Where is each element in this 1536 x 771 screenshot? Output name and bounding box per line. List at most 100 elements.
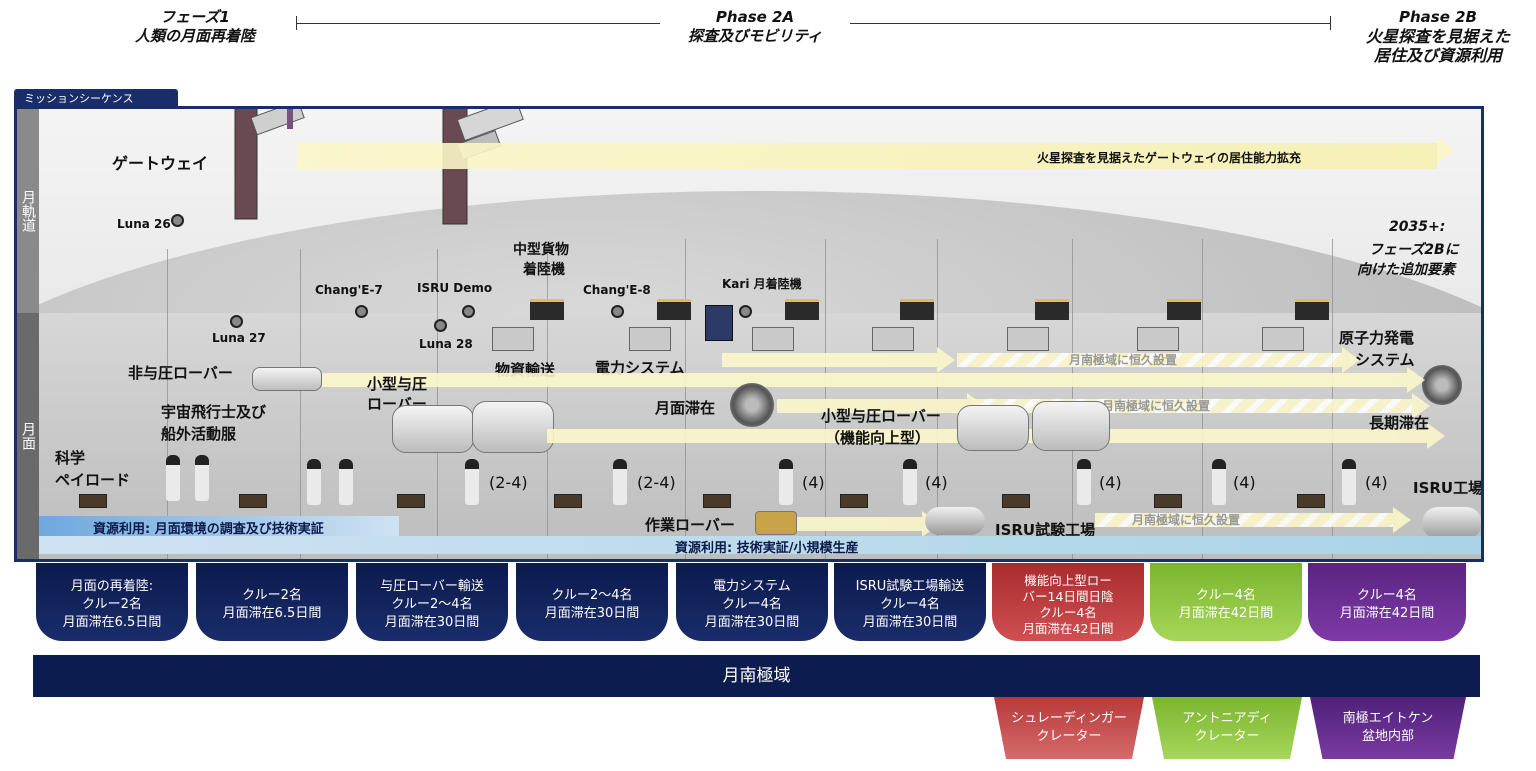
mission-box-6: ISRU試験工場輸送 クルー4名 月面滞在30日間 <box>834 563 986 641</box>
isru-test-plant-icon <box>925 507 985 535</box>
improved-rover-icon <box>1032 401 1110 451</box>
phase2a-header: Phase 2A 探査及びモビリティ <box>660 8 850 46</box>
cargo-lander-icon <box>1167 299 1201 320</box>
cargo-module-icon <box>1262 327 1304 351</box>
resource-bar-2 <box>39 536 1481 554</box>
astronaut-icon <box>903 459 917 505</box>
cargo-module-icon <box>629 327 671 351</box>
phase2a-title: Phase 2A <box>715 8 795 26</box>
astronaut-icon <box>779 459 793 505</box>
cargo-module-icon <box>1137 327 1179 351</box>
crater-box-aitken: 南極エイトケン 盆地内部 <box>1310 697 1466 759</box>
phase-timeline-tick-left <box>296 16 297 30</box>
mission-box-9: クルー4名 月面滞在42日間 <box>1308 563 1466 641</box>
science-payload-icon <box>1002 494 1030 508</box>
astronaut-icon <box>1077 459 1091 505</box>
science-payload-icon <box>79 494 107 508</box>
mission-box-4: クルー2〜4名 月面滞在30日間 <box>516 563 668 641</box>
divider-line <box>437 249 438 559</box>
crater-text: シュレーディンガー クレーター <box>1011 711 1127 744</box>
power-system-label: 電力システム <box>595 359 685 377</box>
future-label-1: 2035+: <box>1389 219 1446 235</box>
science-payload-icon <box>397 494 425 508</box>
improved-rover-label-1: 小型与圧ローバー <box>821 407 941 425</box>
gateway-station-icon <box>234 109 305 220</box>
phase2b-subtitle-1: 火星探査を見据えた <box>1365 27 1510 46</box>
unpressurized-rover-arrow <box>322 367 1425 393</box>
midcargo-label-2: 着陸機 <box>523 262 565 278</box>
pressurized-rover-icon <box>392 405 474 453</box>
nuclear-label-1: 原子力発電 <box>1339 329 1415 347</box>
cargo-lander-icon <box>530 299 564 320</box>
nuclear-label-2: システム <box>1355 351 1415 369</box>
phase2b-title: Phase 2B <box>1399 8 1477 26</box>
gateway-expansion-label: 火星探査を見据えたゲートウェイの居住能力拡充 <box>1037 151 1302 165</box>
cargo-lander-icon <box>657 299 691 320</box>
crew-count-label: (4) <box>1365 473 1388 492</box>
mission-box-3: 与圧ローバー輸送 クルー2〜4名 月面滞在30日間 <box>356 563 508 641</box>
astronaut-icon <box>613 459 627 505</box>
work-rover-icon <box>755 511 797 535</box>
mission-text: クルー2〜4名 月面滞在30日間 <box>544 588 640 621</box>
mission-text: 機能向上型ロー バー14日間日陰 クルー4名 月面滞在42日間 <box>1022 573 1114 636</box>
pressurized-rover-icon <box>472 401 554 453</box>
permanent-install-label-3: 月南極域に恒久設置 <box>1132 513 1241 527</box>
kari-label: Kari 月着陸機 <box>722 277 802 291</box>
change7-dot <box>355 305 368 318</box>
luna26-label: Luna 26 <box>117 217 171 231</box>
science-payload-icon <box>554 494 582 508</box>
change7-label: Chang'E-7 <box>315 283 383 297</box>
cargo-lander-icon <box>1295 299 1329 320</box>
mission-sequence-panel: 月軌道 月面 ゲートウェイ 火星探査を見据えたゲートウェイの居住能力拡充 Lun… <box>14 106 1484 562</box>
astronaut-label-2: 船外活動服 <box>161 425 237 443</box>
orbit-side-label: 月軌道 <box>17 109 39 313</box>
mission-text: クルー4名 月面滞在42日間 <box>1339 588 1435 621</box>
crew-count-label: (4) <box>802 473 825 492</box>
astronaut-icon <box>1342 459 1356 505</box>
luna27-dot <box>230 315 243 328</box>
phase1-subtitle: 人類の月面再着陸 <box>134 27 255 45</box>
crater-text: アントニアディ クレーター <box>1182 711 1272 744</box>
luna26-dot <box>171 214 184 227</box>
crew-count-label: (4) <box>1233 473 1256 492</box>
change8-dot <box>611 305 624 318</box>
improved-rover-label-2: （機能向上型） <box>825 429 931 447</box>
phase2a-subtitle: 探査及びモビリティ <box>687 27 823 45</box>
divider-line <box>685 239 686 559</box>
phase-timeline-tick-right <box>1330 16 1331 30</box>
crater-box-schrodinger: シュレーディンガー クレーター <box>994 697 1144 759</box>
mission-text: 電力システム クルー4名 月面滞在30日間 <box>704 579 800 630</box>
gateway-expansion-arrow <box>297 137 1455 169</box>
mission-text: 月面の再着陸: クルー2名 月面滞在6.5日間 <box>62 579 162 630</box>
luna27-label: Luna 27 <box>212 331 266 345</box>
cargo-lander-icon <box>785 299 819 320</box>
mission-text: クルー4名 月面滞在42日間 <box>1178 588 1274 621</box>
work-rover-label: 作業ローバー <box>645 516 735 534</box>
crew-count-label: (4) <box>1099 473 1122 492</box>
permanent-install-label-2: 月南極域に恒久設置 <box>1102 399 1211 413</box>
phase2b-subtitle-2: 居住及び資源利用 <box>1373 46 1502 65</box>
mission-sequence-tab: ミッションシーケンス <box>14 89 178 109</box>
habitat-icon <box>730 383 774 427</box>
isru-factory-label: ISRU工場 <box>1413 479 1484 497</box>
mission-box-7: 機能向上型ロー バー14日間日陰 クルー4名 月面滞在42日間 <box>992 563 1144 641</box>
crew-count-label: (2-4) <box>489 473 528 492</box>
divider-line <box>167 249 168 559</box>
crew-count-label: (4) <box>925 473 948 492</box>
cargo-lander-icon <box>1035 299 1069 320</box>
cargo-lander-icon <box>900 299 934 320</box>
lunar-stay-label: 月面滞在 <box>655 399 716 417</box>
cargo-module-icon <box>752 327 794 351</box>
astronaut-label-1: 宇宙飛行士及び <box>161 403 267 421</box>
astronaut-icon <box>465 459 479 505</box>
resource-label-1: 資源利用: 月面環境の調査及び技術実証 <box>93 522 324 537</box>
isru-factory-icon <box>1422 507 1481 539</box>
science-payload-icon <box>703 494 731 508</box>
permanent-install-label-1: 月南極域に恒久設置 <box>1069 353 1178 367</box>
mission-text: ISRU試験工場輸送 クルー4名 月面滞在30日間 <box>855 579 965 630</box>
cargo-module-icon <box>872 327 914 351</box>
cargo-module-icon <box>492 327 534 351</box>
resource-bar-1 <box>39 516 399 536</box>
luna28-label: Luna 28 <box>419 337 473 351</box>
resource-label-2: 資源利用: 技術実証/小規模生産 <box>675 541 859 556</box>
